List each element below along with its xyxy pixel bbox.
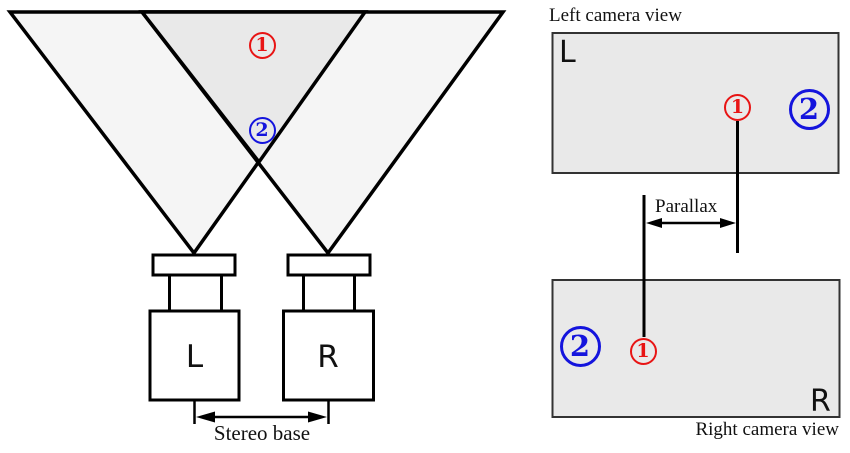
right-view-corner-label: R — [810, 384, 831, 419]
point1-marker-right-view: 1 — [629, 338, 657, 365]
point2-marker-left-view: 2 — [788, 88, 830, 130]
parallax-arrowhead-left — [646, 218, 662, 228]
right-camera-view-title: Right camera view — [695, 419, 839, 440]
left-camera-view-title: Left camera view — [549, 5, 682, 26]
stereo-base-label: Stereo base — [213, 421, 311, 445]
point2-marker-right-view: 2 — [559, 325, 601, 367]
parallax-arrowhead-right — [720, 218, 736, 228]
left-camera-lens-barrel — [168, 271, 223, 313]
right-camera-body-label: R — [317, 339, 339, 375]
left-camera-body — [148, 309, 241, 402]
stereo-base-arrowhead-left — [196, 411, 215, 423]
right-camera-lens-hood — [286, 253, 372, 277]
point1-marker-left-view: 1 — [724, 93, 751, 121]
right-camera-body — [282, 309, 375, 402]
frustum-overlap-region — [138, 10, 369, 165]
point1-marker-overlap: 1 — [248, 31, 276, 59]
point2-marker-overlap: 2 — [248, 116, 276, 144]
left-camera-body-label: L — [185, 339, 204, 375]
parallax-label: Parallax — [655, 196, 718, 217]
right-camera-lens-barrel — [302, 271, 356, 313]
stereo-base-arrowhead-right — [308, 411, 327, 423]
left-camera-lens-hood — [151, 253, 237, 277]
left-view-corner-label: L — [559, 35, 576, 70]
